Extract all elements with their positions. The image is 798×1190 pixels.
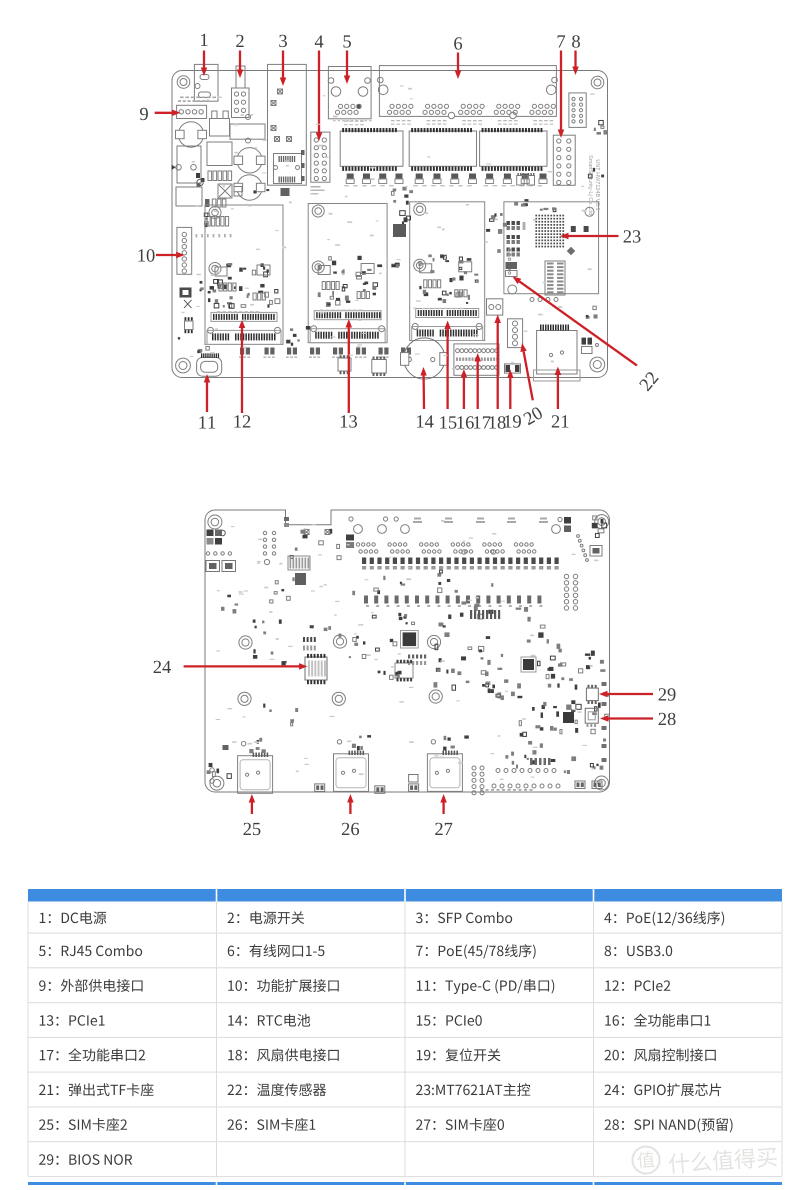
svg-text:SmartSecurity-Lj Co.,Ltd: SmartSecurity-Lj Co.,Ltd [587, 155, 593, 215]
svg-text:UNT HW7124B VB.1: UNT HW7124B VB.1 [594, 159, 600, 210]
